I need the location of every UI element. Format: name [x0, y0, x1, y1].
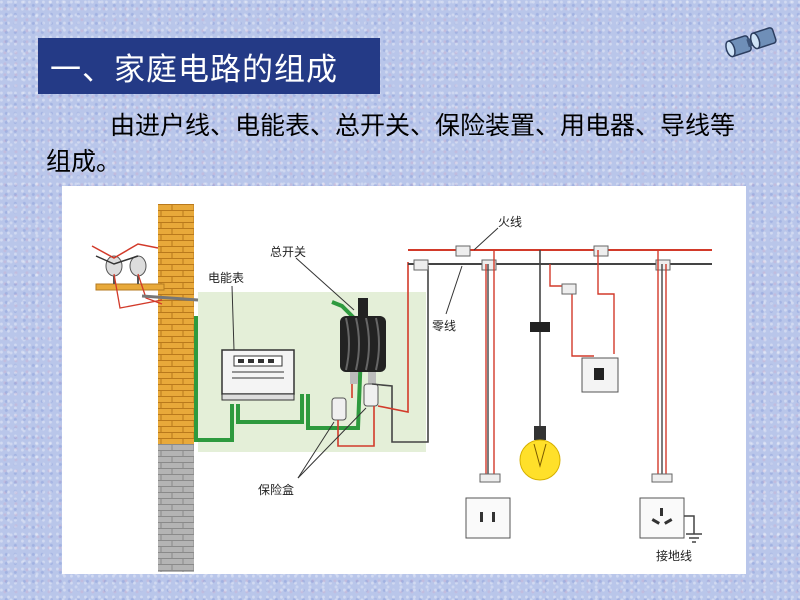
ground-connection: [684, 515, 702, 543]
main-switch: [340, 298, 386, 384]
electric-meter: [221, 349, 295, 401]
wall-socket-two-pin: [465, 497, 511, 539]
stone-wall: [158, 444, 194, 572]
fuse-boxes: [331, 383, 379, 421]
slide-title: 一、家庭电路的组成: [38, 38, 380, 94]
intro-paragraph: 由进户线、电能表、总开关、保险装置、用电器、导线等组成。: [46, 111, 736, 176]
light-bulb: [519, 322, 561, 481]
insulators: [91, 243, 199, 309]
ground-wire-label: 接地线: [656, 548, 692, 563]
neutral-wire-label: 零线: [432, 319, 456, 333]
service-wire: [194, 300, 365, 442]
wall-socket-three-pin: [639, 497, 685, 539]
fuse-box-label: 保险盒: [258, 482, 294, 497]
binoculars-icon: [725, 27, 777, 58]
live-wire-label: 火线: [498, 215, 522, 229]
main-switch-label: 总开关: [270, 245, 306, 259]
light-switch: [581, 357, 619, 393]
circuit-diagram: 电能表 总开关 火线 零线 保险盒 接地线: [62, 186, 746, 574]
meter-label: 电能表: [208, 271, 244, 285]
brick-wall: [158, 204, 194, 444]
